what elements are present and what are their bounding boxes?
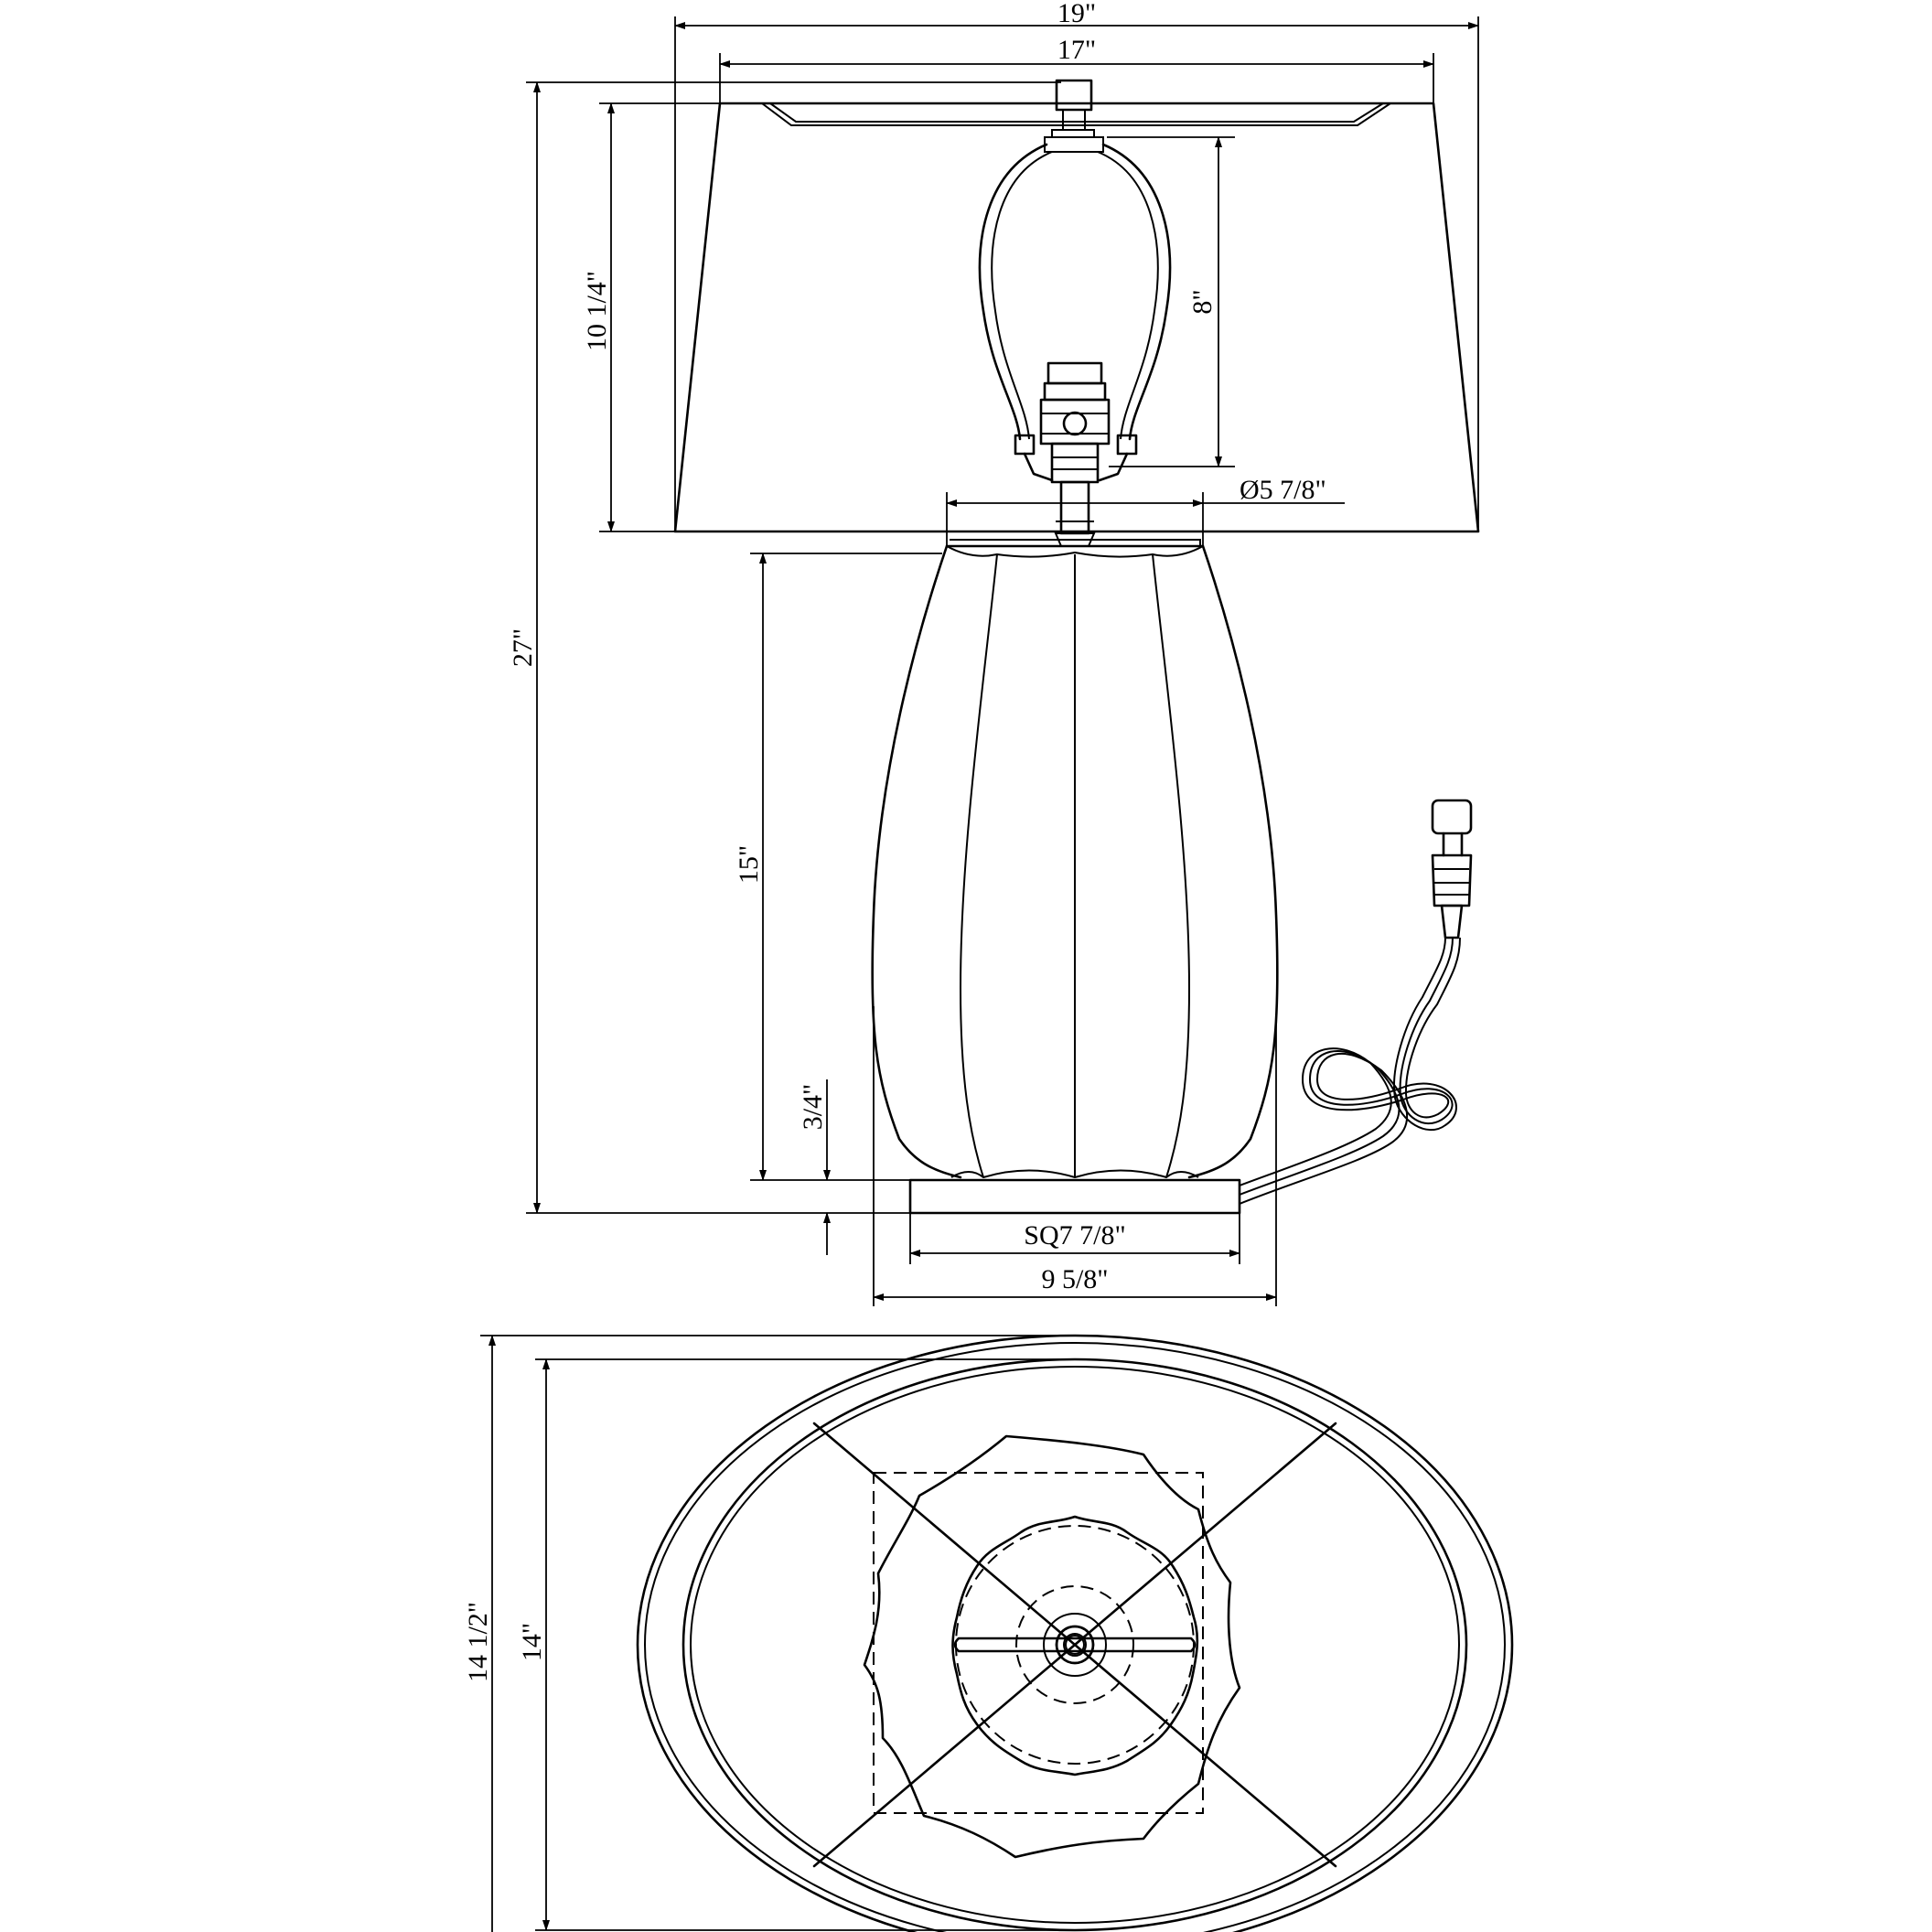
label-15in: 15": [734, 845, 764, 884]
harp-saddle: [953, 1637, 1197, 1653]
dimension-shade-top-width: 17": [719, 35, 1434, 103]
socket: [1039, 361, 1111, 547]
label-14-1-2in: 14 1/2": [463, 1602, 493, 1682]
label-9-5-8in: 9 5/8": [1041, 1264, 1108, 1294]
power-cord: [1239, 937, 1461, 1205]
socket-cap-outline: [1015, 1585, 1134, 1704]
dimension-overall-shade-width: 19": [674, 0, 1479, 531]
harp-cross-arms: [812, 1422, 1337, 1868]
dimension-harp-height: 8": [1107, 136, 1235, 467]
label-14in: 14": [517, 1623, 547, 1661]
dimension-body-height: 15": [734, 553, 942, 1181]
plinth: [908, 1178, 1241, 1215]
label-19in: 19": [1057, 0, 1096, 28]
label-sq-7-7-8in: SQ7 7/8": [1024, 1220, 1125, 1250]
dimension-base-top-diameter: Ø5 7/8": [946, 475, 1345, 546]
vase-scallop-outline: [863, 1434, 1241, 1859]
label-27in: 27": [508, 628, 538, 667]
dimension-top-outer-depth: 14 1/2": [463, 1335, 1075, 1932]
label-3-4in: 3/4": [798, 1084, 828, 1131]
finial: [1044, 79, 1104, 153]
dimension-top-inner-depth: 14": [517, 1358, 1075, 1931]
top-plan: 14 1/2" 14": [463, 1334, 1514, 1932]
label-8in: 8": [1187, 289, 1218, 314]
label-17in: 17": [1057, 35, 1096, 65]
power-plug: [1431, 799, 1473, 939]
harp: [978, 143, 1172, 482]
label-dia-5-7-8in: Ø5 7/8": [1240, 475, 1326, 505]
dimension-overall-height: 27": [508, 81, 1061, 1214]
dimension-shade-height: 10 1/4": [582, 102, 720, 532]
dimension-body-width: 9 5/8": [873, 1006, 1277, 1306]
label-10-1-4in: 10 1/4": [582, 271, 612, 351]
dimension-plinth-square: SQ7 7/8": [909, 1213, 1240, 1264]
vase-base-circle: [951, 1515, 1199, 1776]
plinth-outline: [873, 1472, 1204, 1814]
lamp-shade: [673, 102, 1480, 533]
vase-body: [871, 539, 1279, 1179]
side-elevation: 19" 17" 27" 10 1/4" 8": [508, 0, 1480, 1306]
dimension-plinth-height: 3/4": [798, 1079, 831, 1255]
